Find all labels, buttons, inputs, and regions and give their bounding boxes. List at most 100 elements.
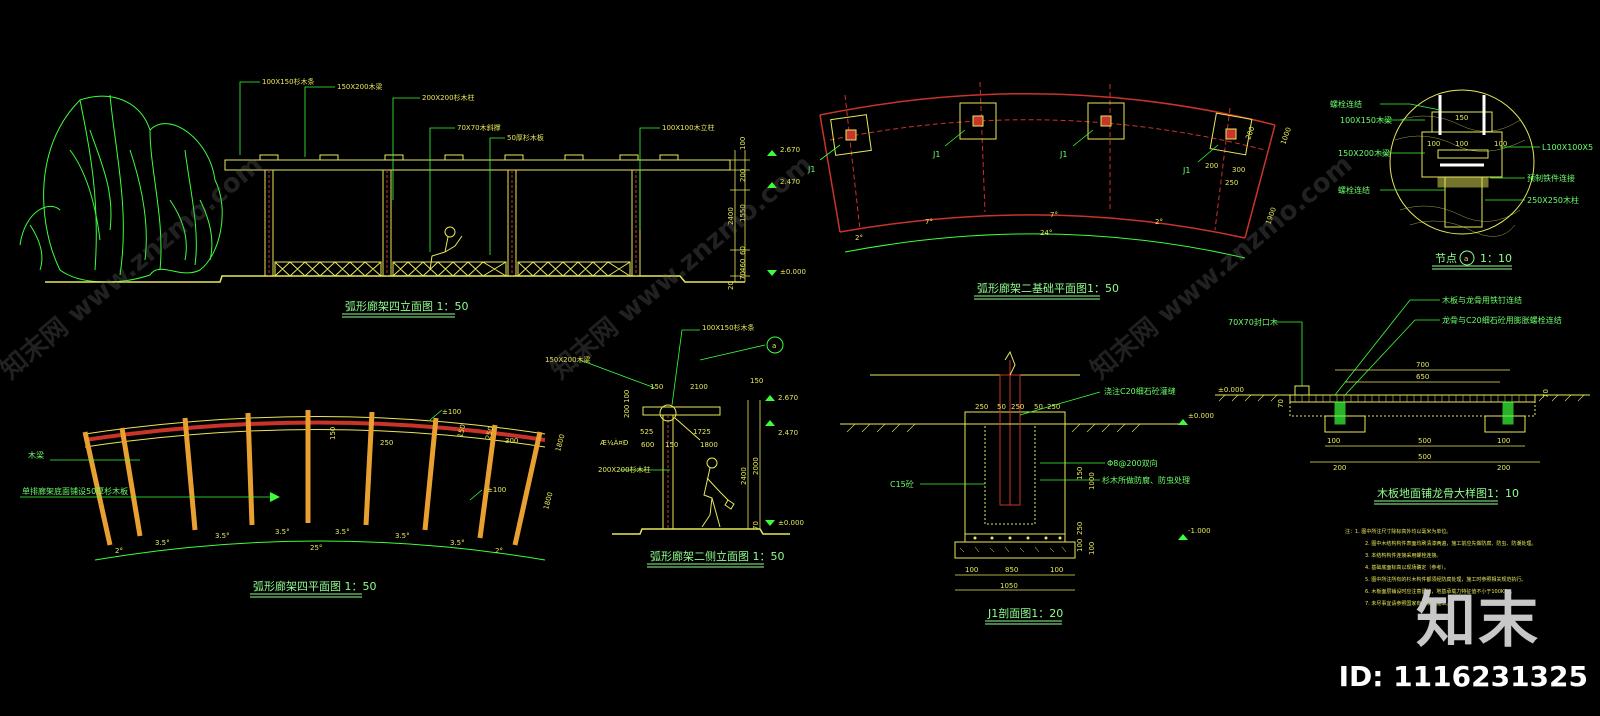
dim-700: 700: [1416, 361, 1429, 369]
title-node-a: 节点: [1435, 252, 1457, 265]
title-foundation-plan: 弧形廊架二基础平面图1：50: [977, 281, 1119, 295]
dim-200-deck-a: 200: [1333, 464, 1346, 472]
watermark-2: 知末网 www.znzmo.com: [545, 149, 818, 385]
tree-foliage-icon: [19, 94, 223, 283]
dim-150-b: 150: [329, 427, 337, 440]
label-deck-board: 单排廊架底面铺设50厚杉木板: [22, 486, 128, 496]
dim-70: 70: [739, 271, 747, 280]
dim-300-f: 300: [1232, 166, 1245, 174]
dim-100: 100: [739, 137, 747, 150]
label-100x100-post: 100X100木立柱: [662, 123, 715, 132]
detail-mark-a: a: [772, 342, 776, 350]
label-beam: 木梁: [28, 450, 44, 460]
dim-250-jc: 250: [1047, 403, 1060, 411]
elev-neg1000: -1.000: [1188, 527, 1211, 535]
elev-2470: 2.470: [780, 178, 800, 186]
dim-1550: 1550: [739, 204, 747, 222]
dim-500-deck-b: 500: [1418, 453, 1431, 461]
dim-850: 850: [1005, 566, 1018, 574]
angle-7-fb: 7°: [1050, 211, 1058, 219]
dim-1000-j: 1000: [1088, 472, 1096, 490]
brand-watermark: 知末: [1416, 586, 1540, 656]
dim-1725: 1725: [693, 428, 711, 436]
dim-250-f: 250: [1225, 179, 1238, 187]
elev-0000-deck: ±0.000: [1218, 386, 1244, 394]
dim-100-deck-a: 100: [1327, 437, 1340, 445]
label-50-board: 50厚杉木板: [507, 133, 544, 142]
notes-line-6: 6. 木板面层铺设时应注意留缝，地基承载力特征值不小于100KPa。: [1365, 588, 1515, 595]
dim-2400: 2400: [727, 207, 735, 225]
label-antirot: 杉木所做防腐、防虫处理: [1102, 475, 1190, 485]
dim-250-jb: 250: [1011, 403, 1024, 411]
dim-650: 650: [1416, 373, 1429, 381]
label-150x200-beam-side: 150X200木梁: [545, 355, 591, 364]
dim-100-ja: 100: [965, 566, 978, 574]
label-expansion-bolt: 龙骨与C20细石砼用膨胀螺栓连结: [1442, 315, 1562, 325]
label-150x200-beam: 150X200木梁: [337, 82, 383, 91]
dim-100-node-b: 100: [1494, 140, 1507, 148]
label-angle-steel: L100X100X5: [1542, 143, 1593, 152]
dim-70-deck-b: 70: [1542, 389, 1550, 398]
dim-250-ja: 250: [975, 403, 988, 411]
angle-3.5-e: 3.5°: [395, 532, 410, 540]
dim-50-ja: 50: [997, 403, 1006, 411]
elev-0000: ±0.000: [780, 268, 806, 276]
angle-3.5-d: 3.5°: [335, 528, 350, 536]
notes-block: 注：1. 图中所注尺寸除标高外均以毫米为单位。 2. 图中木结构构件表面均刷清漆…: [1345, 528, 1536, 607]
label-100x150-timber-side: 100X150杉木条: [702, 323, 755, 332]
dim-200-fb: 200: [1244, 125, 1256, 140]
elev-2670-side: 2.670: [778, 394, 798, 402]
dim-1800-a: 1800: [554, 433, 566, 452]
label-100x150-timber: 100X150杉木条: [262, 77, 315, 86]
node-a-mark: a: [1464, 255, 1468, 263]
label-70x70-edge: 70X70封口木: [1228, 317, 1278, 327]
label-embedded-iron: 预制铁件连接: [1527, 173, 1575, 183]
watermark-1: 知末网 www.znzmo.com: [0, 149, 268, 385]
dim-2400-side: 2400: [740, 467, 748, 485]
label-200x200-column-side: 200X200杉木柱: [598, 465, 651, 474]
title-deck-detail: 木板地面铺龙骨大样图1：10: [1377, 486, 1519, 500]
label-250x250-column: 250X250木柱: [1527, 195, 1579, 205]
elev-0000-side: ±0.000: [778, 519, 804, 527]
dim-200-fa: 200: [1205, 162, 1218, 170]
j1-label-a: J1: [807, 165, 815, 174]
dim-200-side: 200: [623, 405, 631, 418]
dim-200-deck-b: 200: [1497, 464, 1510, 472]
angle-2-right: 2°: [495, 547, 503, 555]
label-bolt-a: 螺栓连结: [1330, 99, 1362, 109]
dim-1000-f: 1000: [1279, 126, 1293, 145]
dim-1800-b: 1800: [542, 491, 554, 510]
dim-70-side: 70: [752, 521, 760, 530]
notes-line-7: 7. 未尽事宜请参照国家有关规范施工。: [1365, 600, 1451, 607]
label-garbled: Æ¼À¤Ð: [600, 438, 629, 447]
dim-200: 200: [739, 169, 747, 182]
dim-300: 300: [505, 437, 518, 445]
plan-view: 木梁 单排廊架底面铺设50厚杉木板 2° 3.5° 3.5° 3.5° 3.5°…: [20, 408, 567, 598]
angle-7-fa: 7°: [925, 218, 933, 226]
title-side-elevation: 弧形廊架二侧立面图 1：50: [650, 549, 785, 563]
dim-2100-side: 2100: [690, 383, 708, 391]
dim-150-side-c: 150: [665, 441, 678, 449]
front-elevation: 100X150杉木条 150X200木梁 200X200杉木柱 70X70木斜撑…: [19, 77, 806, 318]
notes-line-2: 2. 图中木结构构件表面均刷清漆两遍，施工前应先做防腐、防虫、防潮处理。: [1365, 540, 1536, 547]
dim-460: 460: [739, 259, 747, 272]
dim-1050: 1050: [1000, 582, 1018, 590]
person-figure-icon: [429, 226, 463, 271]
dim-60: 60: [739, 246, 747, 255]
elev-0000-j1: ±0.000: [1188, 412, 1214, 420]
dim-525: 525: [640, 428, 653, 436]
dim-1800-side: 1800: [700, 441, 718, 449]
dim-500-deck-a: 500: [1418, 437, 1431, 445]
label-nail-connect: 木板与龙骨用铁钉连结: [1442, 295, 1522, 305]
elev-2470-side: 2.470: [778, 429, 798, 437]
label-rebar: Φ8@200双向: [1107, 458, 1158, 468]
dim-150-side-b: 150: [750, 377, 763, 385]
dim-100-jb: 100: [1050, 566, 1063, 574]
label-150x200-beam-node: 150X200木梁: [1338, 148, 1390, 158]
dim-2000-side: 2000: [752, 457, 760, 475]
node-detail-a: 螺栓连结 100X150木梁 150X200木梁 螺栓连结 L100X100X5…: [1330, 89, 1593, 270]
elev-2670: 2.670: [780, 146, 800, 154]
label-bolt-b: 螺栓连结: [1338, 185, 1370, 195]
angle-3.5-b: 3.5°: [215, 532, 230, 540]
